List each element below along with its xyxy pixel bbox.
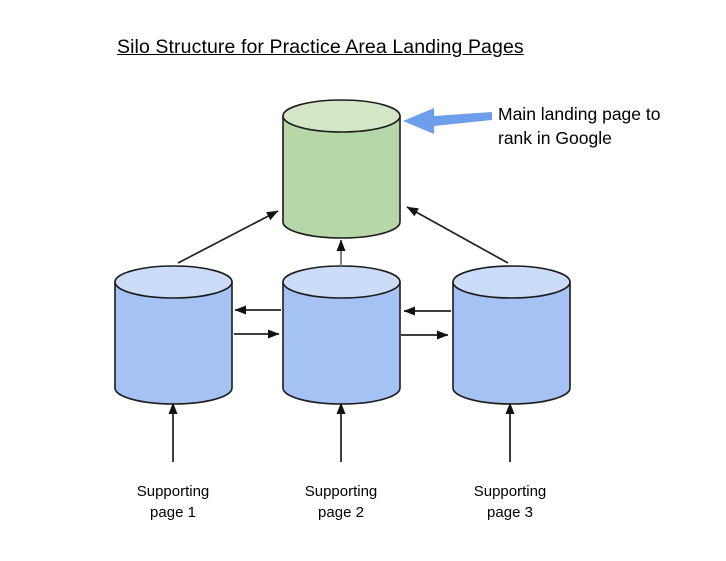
- main-cylinder-body: [282, 115, 401, 239]
- supporting-cylinder-3-body: [452, 281, 571, 405]
- supporting-page-1-label: Supporting page 1: [136, 483, 210, 521]
- arrow-supporting3-to-main: [406, 206, 509, 264]
- supporting-cylinder-3: [452, 265, 571, 405]
- callout-arrow-icon: [403, 108, 492, 134]
- supporting-cylinder-1: [114, 265, 233, 405]
- callout-text: Main landing page to rank in Google: [498, 104, 661, 148]
- supporting-cylinder-2-top: [282, 265, 401, 299]
- supporting-cylinder-2: [282, 265, 401, 405]
- supporting-cylinder-1-body: [114, 281, 233, 405]
- main-cylinder-top: [282, 99, 401, 133]
- supporting-page-3-label: Supporting page 3: [473, 483, 547, 521]
- supporting-page-2-label: Supporting page 2: [304, 483, 378, 521]
- supporting-cylinder-2-body: [282, 281, 401, 405]
- main-cylinder: [282, 99, 401, 239]
- supporting-cylinder-1-top: [114, 265, 233, 299]
- supporting-cylinder-3-top: [452, 265, 571, 299]
- diagram-title: Silo Structure for Practice Area Landing…: [117, 36, 524, 58]
- arrow-supporting1-to-main: [177, 210, 279, 264]
